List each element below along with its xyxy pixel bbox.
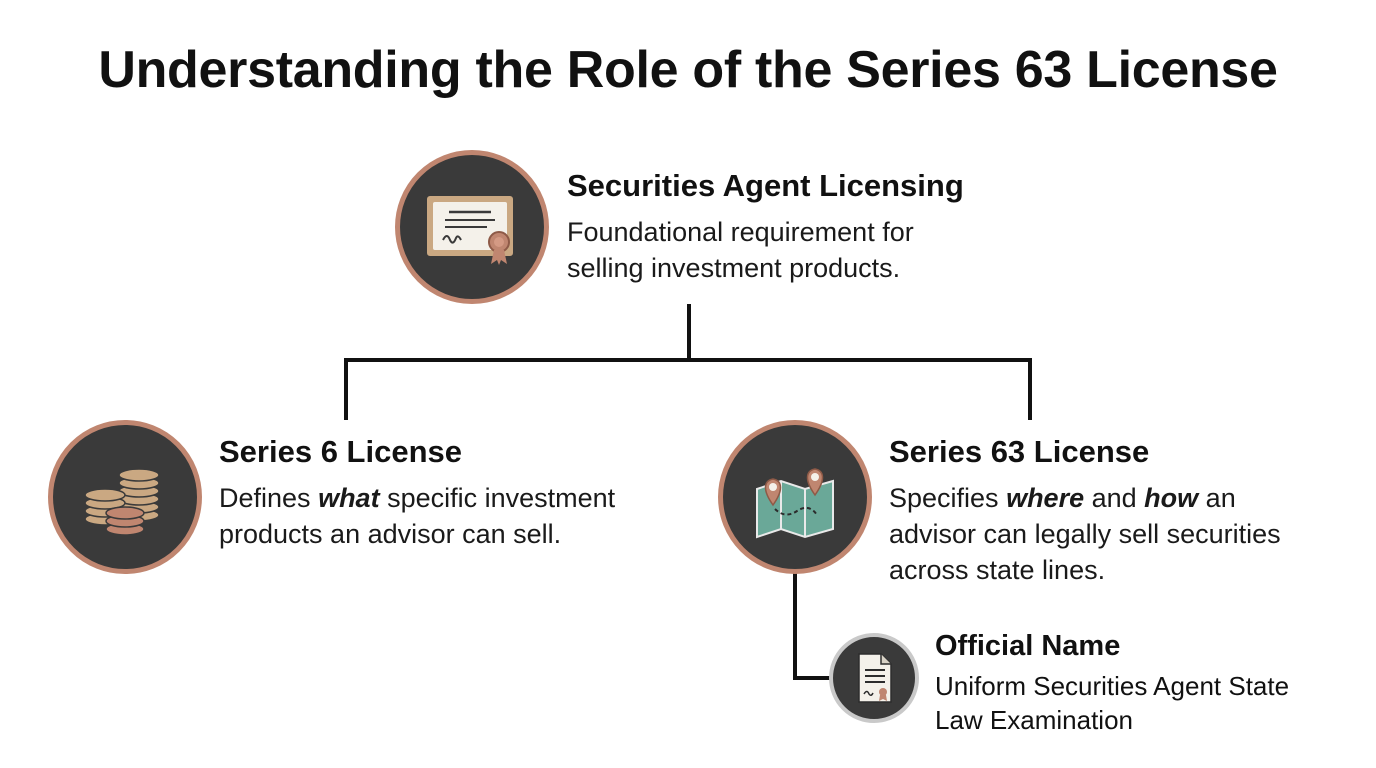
official-node-text: Official Name Uniform Securities Agent S… bbox=[935, 630, 1289, 737]
official-desc-line-2: Law Examination bbox=[935, 705, 1133, 735]
certificate-icon bbox=[395, 150, 549, 304]
root-node-text: Securities Agent Licensing Foundational … bbox=[567, 168, 964, 286]
series63-heading: Series 63 License bbox=[889, 434, 1150, 469]
official-description: Uniform Securities Agent State Law Exami… bbox=[935, 669, 1289, 737]
series6-description: Defines what specific investment product… bbox=[219, 480, 615, 552]
series63-emphasis-where: where bbox=[1006, 483, 1085, 513]
document-icon bbox=[829, 633, 919, 723]
root-desc-line-1: Foundational requirement for bbox=[567, 217, 914, 247]
series6-desc-line-1: Defines what specific investment bbox=[219, 483, 616, 513]
series63-desc-line-1: Specifies where and how an bbox=[889, 483, 1236, 513]
page-title: Understanding the Role of the Series 63 … bbox=[98, 41, 1278, 99]
series63-desc-line-2: advisor can legally sell securities bbox=[889, 519, 1281, 549]
root-description: Foundational requirement for selling inv… bbox=[567, 214, 964, 286]
root-heading: Securities Agent Licensing bbox=[567, 168, 964, 203]
series6-node-text: Series 6 License Defines what specific i… bbox=[219, 434, 615, 552]
coin-stacks-icon bbox=[48, 420, 202, 574]
root-desc-line-2: selling investment products. bbox=[567, 253, 901, 283]
series63-desc-line-3: across state lines. bbox=[889, 555, 1106, 585]
map-pins-icon bbox=[718, 420, 872, 574]
series63-description: Specifies where and how an advisor can l… bbox=[889, 480, 1281, 588]
series63-node-text: Series 63 License Specifies where and ho… bbox=[889, 434, 1281, 588]
series6-desc-line-2: products an advisor can sell. bbox=[219, 519, 562, 549]
official-heading: Official Name bbox=[935, 630, 1121, 662]
official-desc-line-1: Uniform Securities Agent State bbox=[935, 671, 1290, 701]
series63-emphasis-how: how bbox=[1144, 483, 1199, 513]
official-branch-line bbox=[793, 573, 832, 680]
series6-emphasis-what: what bbox=[318, 483, 380, 513]
series6-heading: Series 6 License bbox=[219, 434, 462, 469]
